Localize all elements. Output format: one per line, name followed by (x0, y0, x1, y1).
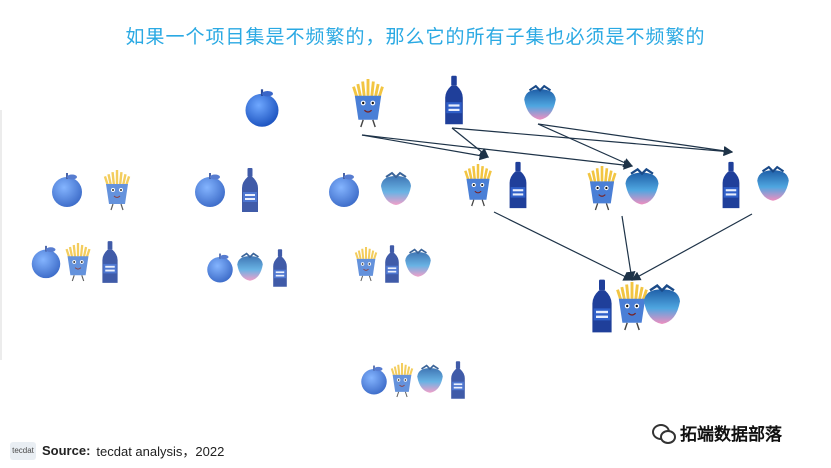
edge-berry-to-fries+berry (537, 123, 634, 167)
beer-icon (451, 361, 465, 399)
edge-beer-to-fries+beer (451, 127, 489, 158)
itemset-level2-apple-beer (195, 168, 258, 212)
itemset-level2-fries-berry (587, 166, 659, 211)
source-label: Source: (42, 443, 91, 458)
itemset-level4-apple-fries-berry-beer (361, 361, 465, 399)
left-divider (0, 110, 2, 360)
berry-icon (381, 171, 411, 205)
itemset-level3-apple-fries-beer (31, 241, 118, 283)
itemset-level2-apple-berry (329, 171, 411, 207)
edges-layer (361, 123, 753, 282)
itemset-level2-beer-berry (722, 161, 789, 209)
edge-beer+berry-to-beer+fries+berry (630, 213, 753, 281)
fries-icon (616, 282, 648, 331)
beer-icon (592, 279, 612, 333)
nodes-layer (31, 75, 789, 399)
beer-icon (509, 161, 527, 209)
edge-fries+beer-to-beer+fries+berry (493, 211, 634, 281)
wechat-icon (652, 423, 676, 444)
apple-icon (329, 173, 359, 207)
itemset-level2-apple-fries (52, 170, 131, 211)
fries-icon (390, 363, 414, 398)
itemset-level3-beer-fries-berry (592, 279, 680, 333)
apple-icon (361, 365, 387, 395)
itemset-level3-fries-beer-berry (354, 245, 431, 283)
fries-icon (103, 170, 131, 211)
watermark: 拓端数据部落 (652, 420, 782, 445)
apple-icon (52, 173, 82, 207)
berry-icon (237, 252, 263, 281)
edge-fries-to-fries+berry (361, 134, 634, 170)
source-text: tecdat analysis，2022 (96, 444, 225, 459)
edge-beer-to-beer+berry (451, 127, 734, 157)
watermark-text: 拓端数据部落 (680, 425, 782, 445)
beer-icon (273, 249, 287, 287)
apple-icon (245, 89, 279, 127)
fries-icon (65, 243, 91, 282)
itemset-level2-fries-beer (464, 161, 527, 209)
berry-icon (644, 284, 680, 324)
tecdat-logo: tecdat (10, 441, 36, 460)
fries-icon (354, 247, 378, 282)
berry-icon (417, 364, 443, 393)
edge-fries+berry-to-beer+fries+berry (621, 215, 636, 282)
beer-icon (242, 168, 258, 212)
berry-icon (524, 84, 556, 120)
apple-icon (31, 245, 61, 279)
edge-berry-to-beer+berry (537, 123, 734, 156)
itemset-level1-apple (245, 89, 279, 127)
apple-icon (195, 173, 225, 207)
beer-icon (445, 75, 463, 125)
beer-icon (722, 161, 740, 209)
berry-icon (625, 167, 659, 205)
fries-icon (587, 166, 617, 211)
berry-icon (757, 165, 789, 201)
apple-icon (207, 253, 233, 283)
itemset-level3-apple-berry-beer (207, 249, 287, 287)
beer-icon (102, 241, 118, 283)
page-title: 如果一个项目集是不频繁的，那么它的所有子集也必须是不频繁的 (125, 26, 706, 48)
itemset-level1-beer (445, 75, 463, 125)
beer-icon (385, 245, 399, 283)
berry-icon (405, 248, 431, 277)
fries-icon (352, 79, 384, 128)
fries-icon (464, 164, 492, 207)
edge-fries-to-fries+beer (361, 134, 490, 161)
itemset-level1-fries (352, 79, 384, 128)
itemset-level1-berry (524, 84, 556, 120)
footer: tecdat Source: tecdat analysis，2022 (10, 441, 224, 460)
